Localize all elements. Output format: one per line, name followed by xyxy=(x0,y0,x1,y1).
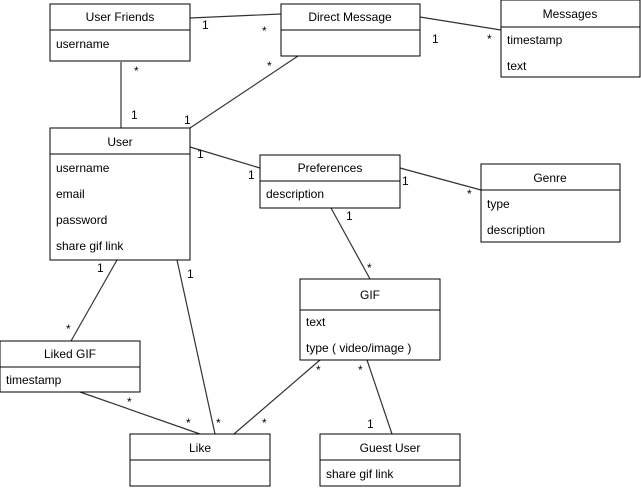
multiplicity-label: 1 xyxy=(346,209,353,223)
class-preferences-attr: description xyxy=(266,187,324,201)
multiplicity-label: * xyxy=(262,416,267,430)
assoc-gif-like xyxy=(233,359,321,435)
class-user-title: User xyxy=(107,135,132,149)
class-liked-gif-attr: timestamp xyxy=(6,373,62,387)
class-genre: Genre type description xyxy=(480,163,621,243)
class-liked-gif: Liked GIF timestamp xyxy=(0,340,141,393)
multiplicity-label: 1 xyxy=(131,108,138,122)
class-preferences: Preferences description xyxy=(259,154,401,209)
class-like: Like xyxy=(129,433,271,487)
multiplicity-label: 1 xyxy=(432,32,439,46)
class-gif: GIF text type ( video/image ) xyxy=(299,278,441,361)
assoc-preferences-gif xyxy=(330,207,371,280)
multiplicity-label: * xyxy=(267,59,272,73)
multiplicity-label: * xyxy=(467,187,472,201)
multiplicity-label: 1 xyxy=(202,18,209,32)
class-user-friends-title: User Friends xyxy=(86,10,155,24)
class-liked-gif-title: Liked GIF xyxy=(44,347,96,361)
class-user-attr: email xyxy=(56,187,85,201)
class-user: User username email password share gif l… xyxy=(49,127,191,261)
class-genre-attr: type xyxy=(487,197,510,211)
class-messages-title: Messages xyxy=(543,7,598,21)
class-user-attr: share gif link xyxy=(56,239,124,253)
multiplicity-label: 1 xyxy=(187,267,194,281)
assoc-user-directmessage xyxy=(189,53,302,129)
multiplicity-label: * xyxy=(66,322,71,336)
multiplicity-label: 1 xyxy=(97,261,104,275)
multiplicity-label: * xyxy=(367,261,372,275)
assoc-gif-guestuser xyxy=(366,359,393,435)
multiplicity-label: * xyxy=(186,416,191,430)
multiplicity-label: 1 xyxy=(248,168,255,182)
multiplicity-label: * xyxy=(358,363,363,377)
class-user-attr: username xyxy=(56,161,110,175)
multiplicity-label: 1 xyxy=(402,174,409,188)
class-gif-attr: type ( video/image ) xyxy=(306,341,411,355)
class-guest-user-title: Guest User xyxy=(360,441,421,455)
multiplicity-label: * xyxy=(127,395,132,409)
assoc-preferences-genre xyxy=(399,167,482,191)
class-like-title: Like xyxy=(189,441,211,455)
class-gif-title: GIF xyxy=(360,288,380,302)
multiplicity-label: * xyxy=(487,32,492,46)
assoc-likedgif-like xyxy=(79,391,201,435)
assoc-user-like xyxy=(176,259,216,435)
multiplicity-label: 1 xyxy=(367,417,374,431)
class-gif-attr: text xyxy=(306,315,326,329)
class-direct-message: Direct Message xyxy=(280,3,421,57)
class-guest-user-attr: share gif link xyxy=(326,467,394,481)
class-user-friends-attr: username xyxy=(56,37,110,51)
class-genre-attr: description xyxy=(487,223,545,237)
class-messages-attr: timestamp xyxy=(507,33,563,47)
multiplicity-label: * xyxy=(216,416,221,430)
assoc-user-likedgif xyxy=(70,259,118,342)
assoc-directmessage-messages xyxy=(419,16,502,31)
class-guest-user: Guest User share gif link xyxy=(319,433,461,487)
associations xyxy=(70,13,502,435)
assoc-userfriends-directmessage xyxy=(189,13,282,19)
class-messages: Messages timestamp text xyxy=(500,0,641,78)
multiplicity-labels: 1 * 1 * * 1 * 1 1 1 1 * 1 * 1 * * * 1 * … xyxy=(66,18,492,431)
multiplicity-label: 1 xyxy=(184,113,191,127)
class-user-friends: User Friends username xyxy=(49,3,191,62)
class-genre-title: Genre xyxy=(533,171,567,185)
class-user-attr: password xyxy=(56,213,107,227)
multiplicity-label: * xyxy=(316,363,321,377)
multiplicity-label: * xyxy=(262,24,267,38)
class-direct-message-title: Direct Message xyxy=(308,10,392,24)
assoc-user-preferences xyxy=(189,146,261,169)
class-preferences-title: Preferences xyxy=(298,161,363,175)
multiplicity-label: 1 xyxy=(197,147,204,161)
class-messages-attr: text xyxy=(507,59,527,73)
multiplicity-label: * xyxy=(134,64,139,78)
